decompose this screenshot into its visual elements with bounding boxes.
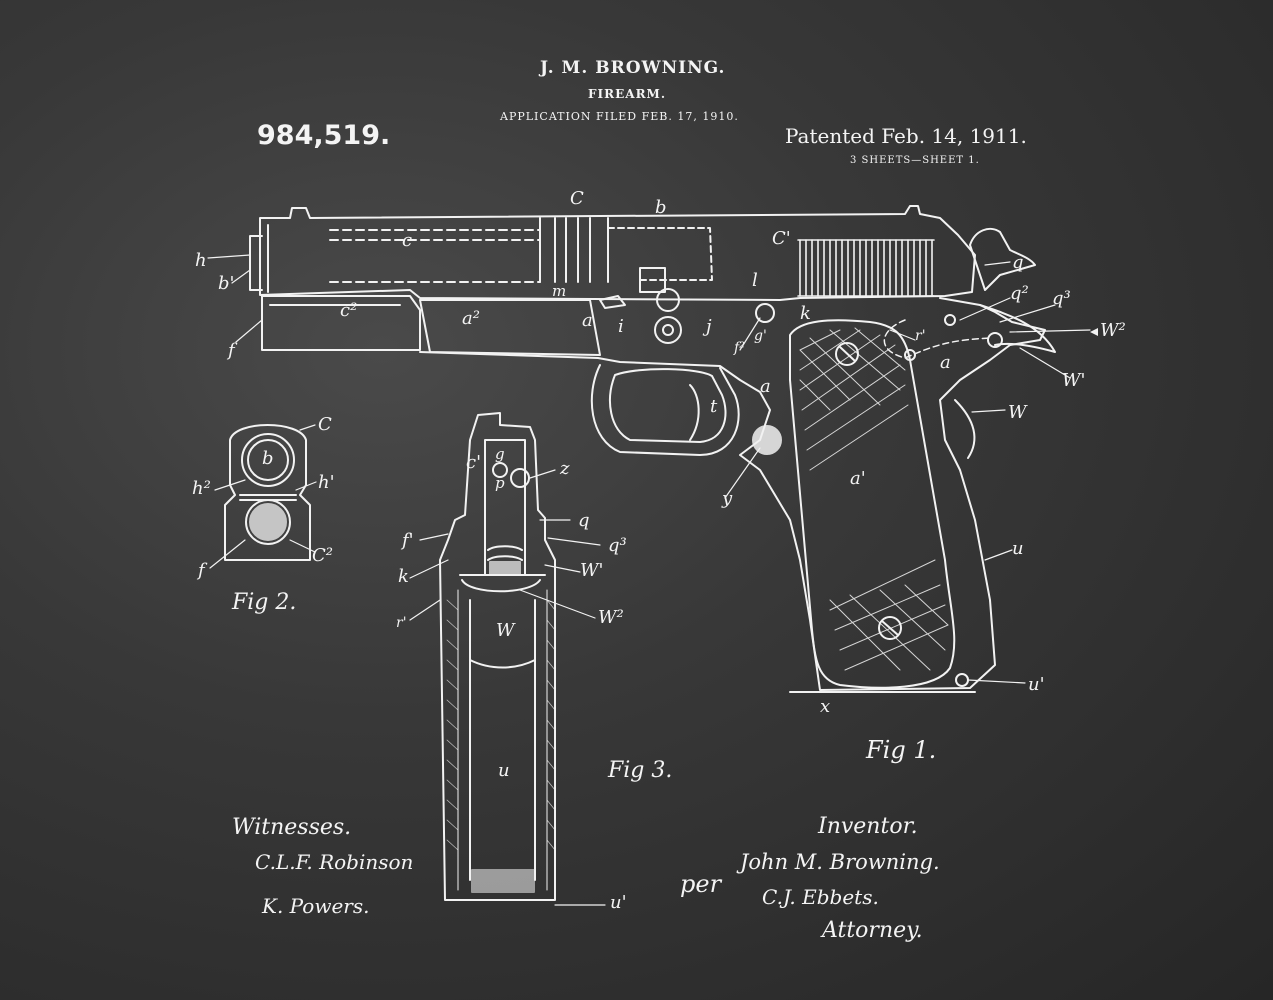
fig3-label-f1: f' <box>402 530 414 551</box>
fig3-label-k: k <box>398 566 409 587</box>
patent-date: Patented Feb. 14, 1911. <box>785 124 1027 148</box>
fig1-label-y: y <box>722 488 733 509</box>
fig1-label-c: c <box>402 230 413 251</box>
fig1-label-u1: u' <box>1028 674 1045 695</box>
attorney-title: Attorney. <box>822 918 923 943</box>
fig1-label-j: j <box>706 316 712 337</box>
fig3-label-q: q <box>578 510 590 531</box>
fig1-label-a-frame: a <box>760 376 771 397</box>
fig2-label-h2: h² <box>192 478 211 499</box>
fig1-label-f2: f² <box>734 340 745 356</box>
fig1-pistol <box>208 206 1098 692</box>
subject-header: FIREARM. <box>588 87 666 101</box>
fig3-label-g: g <box>495 445 505 463</box>
slide-serrations <box>798 240 934 296</box>
inventor-signature: John M. Browning. <box>740 850 940 874</box>
fig1-label-b: b <box>655 197 667 218</box>
fig1-label-b2: b' <box>218 273 235 294</box>
fig1-label-w: W <box>1008 402 1027 423</box>
fig3-label-z: z <box>560 458 570 479</box>
application-filed: APPLICATION FILED FEB. 17, 1910. <box>500 110 739 123</box>
sheet-count: 3 SHEETS—SHEET 1. <box>850 155 980 166</box>
grip-panel <box>790 320 954 688</box>
fig1-label-w2: W² <box>1100 320 1126 341</box>
fig3-label-r1: r' <box>396 615 407 631</box>
fig1-label-q3: q³ <box>1052 288 1071 309</box>
fig3-rear-view <box>410 413 605 905</box>
fig1-label-g1: g' <box>754 328 767 344</box>
fig1-label-l: l <box>752 270 758 291</box>
grip-checkering <box>800 328 948 670</box>
fig1-label-a1: a' <box>850 468 866 489</box>
fig3-caption: Fig 3. <box>608 758 673 783</box>
fig1-label-a: a <box>582 310 593 331</box>
per-label: per <box>680 870 722 898</box>
trigger-guard <box>592 365 739 455</box>
fig2-muzzle-view <box>210 425 316 568</box>
fig3-label-w2: W² <box>598 607 624 628</box>
fig1-label-a2: a² <box>462 308 480 329</box>
fig2-label-f: f <box>198 560 205 581</box>
patent-number: 984,519. <box>257 120 391 151</box>
attorney-signature: C.J. Ebbets. <box>762 885 879 909</box>
fig1-label-c2: c² <box>340 300 358 321</box>
fig1-label-m: m <box>552 282 567 300</box>
fig2-label-b: b <box>262 448 274 469</box>
fig1-label-a-grip: a <box>940 352 951 373</box>
fig3-label-u1: u' <box>610 892 627 913</box>
fig1-label-f: f <box>228 340 235 361</box>
fig1-label-q: q <box>1012 252 1024 273</box>
fig2-label-C: C <box>318 414 332 435</box>
fig1-caption: Fig 1. <box>866 736 937 764</box>
witness-signature-1: C.L.F. Robinson <box>255 850 414 874</box>
fig1-label-x: x <box>820 696 831 717</box>
fig1-leader-lines <box>208 255 1090 683</box>
witness-signature-2: K. Powers. <box>262 894 370 918</box>
fig1-label-w1: W' <box>1062 370 1086 391</box>
fig1-label-C: C <box>570 188 584 209</box>
fig3-label-p: p <box>495 474 505 492</box>
slide-outline <box>260 206 975 300</box>
fig1-label-u: u <box>1012 538 1024 559</box>
fig1-label-C1: C' <box>772 228 791 249</box>
fig3-label-q3: q³ <box>608 535 627 556</box>
fig2-label-c2: C² <box>312 545 333 566</box>
inventor-header: J. M. BROWNING. <box>540 58 726 78</box>
fig1-label-i: i <box>618 316 624 337</box>
hammer <box>970 229 1035 290</box>
fig1-label-q2: q² <box>1010 283 1029 304</box>
fig2-caption: Fig 2. <box>232 590 297 615</box>
fig3-label-c1: c' <box>466 452 482 473</box>
fig2-label-h1: h' <box>318 472 335 493</box>
fig1-label-h: h <box>195 250 207 271</box>
fig1-label-k: k <box>800 303 811 324</box>
fig1-label-r1: r' <box>915 328 926 344</box>
fig3-label-w1: W' <box>580 560 604 581</box>
fig3-label-w: W <box>496 620 515 641</box>
fig1-label-t: t <box>710 396 718 417</box>
frame-outline <box>420 298 1045 690</box>
witnesses-title: Witnesses. <box>232 815 352 840</box>
fig3-label-u: u <box>498 760 510 781</box>
inventor-title: Inventor. <box>818 814 918 839</box>
